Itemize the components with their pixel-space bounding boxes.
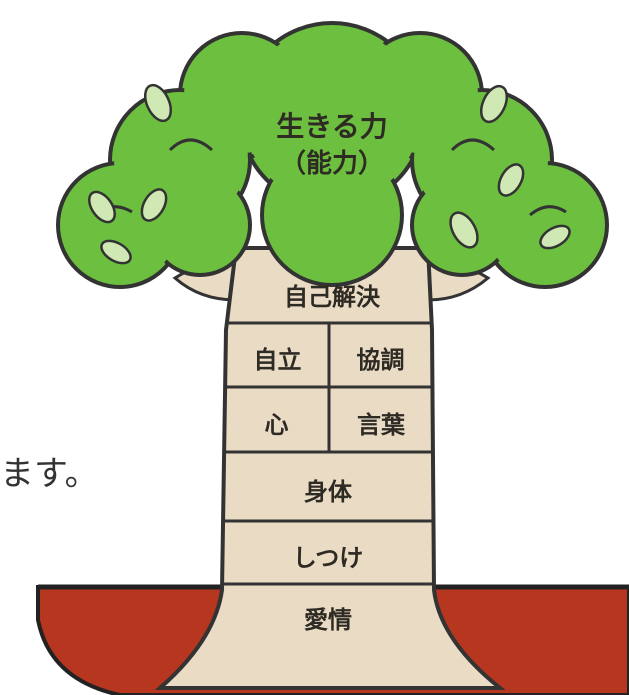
crown-subtitle: （能力）: [279, 149, 384, 179]
trunk: [154, 246, 506, 690]
trunk-grid: [222, 321, 434, 586]
leaf: [140, 188, 168, 222]
trunk-row-self-solve: 自己解決: [284, 283, 380, 311]
leaf: [100, 239, 132, 265]
crown-title: 生きる力: [276, 110, 388, 143]
trunk-row-discipline: しつけ: [292, 544, 364, 572]
leaf: [449, 211, 479, 249]
trunk-cell-cooperation: 協調: [356, 346, 405, 374]
side-caption: ます。: [0, 454, 99, 494]
trunk-row-affection: 愛情: [304, 606, 352, 634]
leaf: [88, 190, 116, 224]
trunk-row-body: 身体: [304, 478, 352, 506]
trunk-cell-heart: 心: [264, 411, 289, 439]
leaf: [143, 83, 173, 123]
leaf: [539, 224, 571, 250]
trunk-cell-words: 言葉: [357, 411, 405, 439]
leaf: [479, 84, 509, 124]
trunk-cell-independence: 自立: [253, 346, 302, 374]
tree-crown-fill: [62, 27, 603, 283]
leaf: [497, 163, 525, 197]
leaf-highlights: [88, 83, 571, 265]
